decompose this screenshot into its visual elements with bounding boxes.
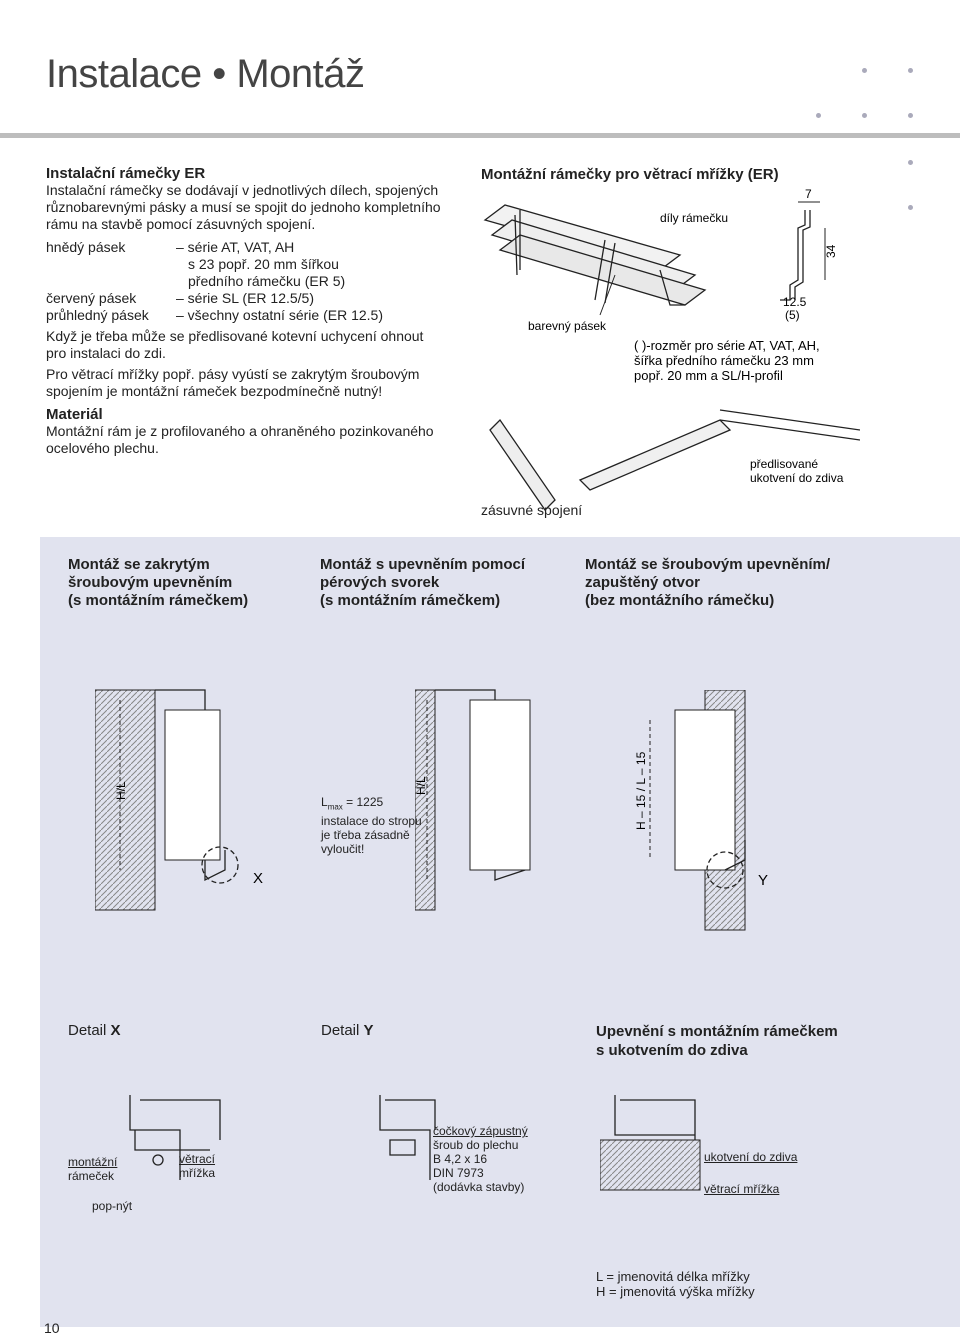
- left-column: Instalační rámečky ER Instalační rámečky…: [46, 165, 466, 457]
- mounting-panel: [40, 537, 960, 1327]
- band-label: barevný pásek: [528, 319, 607, 333]
- band-row: průhledný pásek– všechny ostatní série (…: [46, 307, 383, 323]
- dim-12-5: 12.5: [783, 295, 807, 309]
- mount-col3-heading: Montáž se šroubovým upevněním/zapuštěný …: [585, 556, 831, 609]
- dim-h15: H – 15 / L – 15: [634, 751, 648, 830]
- dim-7: 7: [805, 187, 812, 201]
- profile-note: šířka předního rámečku 23 mm: [634, 353, 814, 368]
- dim-hl: H/L: [114, 781, 128, 800]
- section-heading: Instalační rámečky ER: [46, 165, 206, 182]
- band-row: předního rámečku (ER 5): [188, 273, 346, 289]
- band-row: červený pásek– série SL (ER 12.5/5): [46, 290, 314, 306]
- marker-x: X: [253, 870, 263, 887]
- frames-heading: Montážní rámečky pro větrací mřížky (ER): [481, 166, 779, 183]
- note-line: pro instalaci do zdi.: [46, 345, 166, 361]
- intro-line: Instalační rámečky se dodávají v jednotl…: [46, 182, 439, 198]
- mount-drawing-2: H/L: [415, 689, 531, 911]
- profile-note: popř. 20 mm a SL/H-profil: [634, 368, 783, 383]
- anchor-label: ukotvení do zdiva: [750, 471, 844, 485]
- material-line: ocelového plechu.: [46, 440, 159, 456]
- mount-drawing-1: H/L X: [95, 689, 263, 911]
- detail-y-drawing: [379, 1095, 436, 1180]
- slide-label: zásuvné spojení: [481, 502, 583, 518]
- grille-label-detail: větrací mřížka: [704, 1182, 780, 1196]
- note-line: spojením je montážní rámeček bezpodmíneč…: [46, 383, 383, 399]
- anchor-label-detail: ukotvení do zdiva: [704, 1150, 798, 1164]
- mount-drawing-3: H – 15 / L – 15 Y: [634, 690, 768, 931]
- x-label-rivet: pop-nýt: [92, 1199, 133, 1213]
- intro-line: rámu na stavbě pomocí zásuvných spojení.: [46, 216, 316, 232]
- frame-illustration: díly rámečku barevný pásek 7 34 12.5 (5)…: [483, 187, 860, 512]
- anchor-label: předlisované: [750, 457, 818, 471]
- dim-34: 34: [824, 244, 838, 258]
- note-line: Když je třeba může se předlisované kotev…: [46, 328, 424, 344]
- detail-y-heading: Detail Y: [321, 1022, 374, 1039]
- page-number: 10: [44, 1320, 60, 1336]
- band-row: s 23 popř. 20 mm šířkou: [188, 256, 339, 272]
- page-title: Instalace • Montáž: [46, 52, 365, 96]
- intro-line: různobarevnými pásky a musí se spojit do…: [46, 199, 441, 215]
- material-line: Montážní rám je z profilovaného a ohraně…: [46, 423, 434, 439]
- dim-5: (5): [785, 308, 800, 322]
- marker-y: Y: [758, 872, 768, 889]
- material-heading: Materiál: [46, 406, 103, 423]
- detail-x-drawing: [129, 1095, 221, 1180]
- parts-label: díly rámečku: [660, 211, 728, 225]
- detail-x-heading: Detail X: [68, 1022, 121, 1039]
- profile-note: ( )-rozměr pro série AT, VAT, AH,: [634, 338, 820, 353]
- dim-hl-2: H/L: [415, 776, 428, 795]
- detail-anchor-drawing: [600, 1095, 701, 1191]
- header-rule: [0, 133, 960, 138]
- decorative-dots: [0, 0, 960, 220]
- note-line: Pro větrací mřížky popř. pásy vyústí se …: [46, 366, 420, 382]
- band-row: hnědý pásek– série AT, VAT, AH: [46, 239, 295, 255]
